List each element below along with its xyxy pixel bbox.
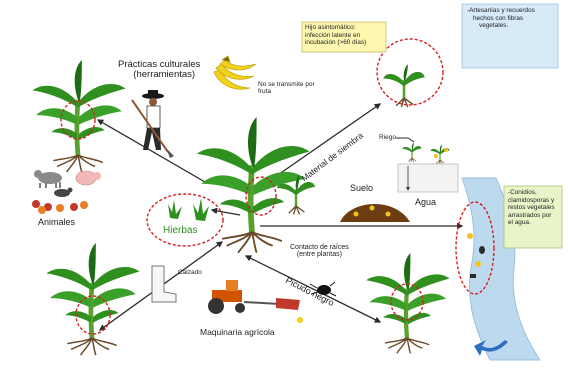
boot-icon — [152, 266, 176, 302]
boot-label: Calzado — [178, 270, 202, 277]
banana-plant-center — [197, 117, 310, 253]
arrow-weeds — [212, 210, 240, 215]
machinery-label: Maquinaria agrícola — [200, 328, 275, 337]
banana-plant-bottom-left — [46, 243, 139, 355]
farmer-with-hoe-icon — [132, 90, 174, 158]
conidia-note-line: -Conidios, — [508, 189, 555, 197]
sucker-note-line: infección latente en — [305, 32, 366, 40]
practices-label: Prácticas culturales (herramientas) — [118, 60, 200, 80]
crafts-note-line: hechos con fibras — [467, 15, 535, 23]
fruit-note-line2: fruta — [258, 89, 315, 96]
conidia-note-line: restos vegetales — [508, 204, 555, 212]
weeds-icon — [168, 198, 209, 221]
soil-label: Suelo — [350, 184, 373, 193]
conidia-note-line: arrastrados por — [508, 212, 555, 220]
sucker-note: Hijo asintomático: infección latente en … — [305, 24, 366, 47]
conidia-note: -Conidios, clamidosporas y restos vegeta… — [508, 189, 555, 227]
practices-label-line2: (herramientas) — [118, 70, 200, 80]
irrigation-seedling-2 — [430, 144, 449, 164]
sucker-seedling — [383, 64, 425, 107]
banana-plant-right — [366, 253, 449, 353]
crafts-note-line: vegetales. — [467, 22, 535, 30]
fruit-note-label: No se transmite por fruta — [258, 82, 315, 96]
animals-icon — [32, 170, 101, 214]
weeds-label: Hierbas — [163, 226, 197, 237]
irrigation-label: Riego — [379, 135, 396, 142]
irrigation-seedling-1 — [402, 142, 421, 162]
soil-icon — [340, 204, 410, 222]
banana-fruit-icon — [214, 56, 256, 89]
sucker-note-line: Hijo asintomático: — [305, 24, 366, 32]
root-contact-line1: Contacto de raíces — [290, 244, 349, 251]
banana-plant-top-left — [32, 60, 125, 172]
crafts-note-line: -Artesanías y recuerdos — [467, 7, 535, 15]
water-label: Agua — [415, 198, 436, 207]
conidia-note-line: clamidosporas y — [508, 197, 555, 205]
sucker-note-line: incubación (>60 días) — [305, 39, 366, 47]
crafts-note: -Artesanías y recuerdos hechos con fibra… — [467, 7, 535, 30]
root-contact-label: Contacto de raíces (entre plantas) — [290, 244, 349, 259]
irrigation-panel — [396, 138, 458, 192]
root-contact-line2: (entre plantas) — [290, 251, 349, 258]
animals-label: Animales — [38, 218, 75, 227]
conidia-note-line: el agua. — [508, 219, 555, 227]
